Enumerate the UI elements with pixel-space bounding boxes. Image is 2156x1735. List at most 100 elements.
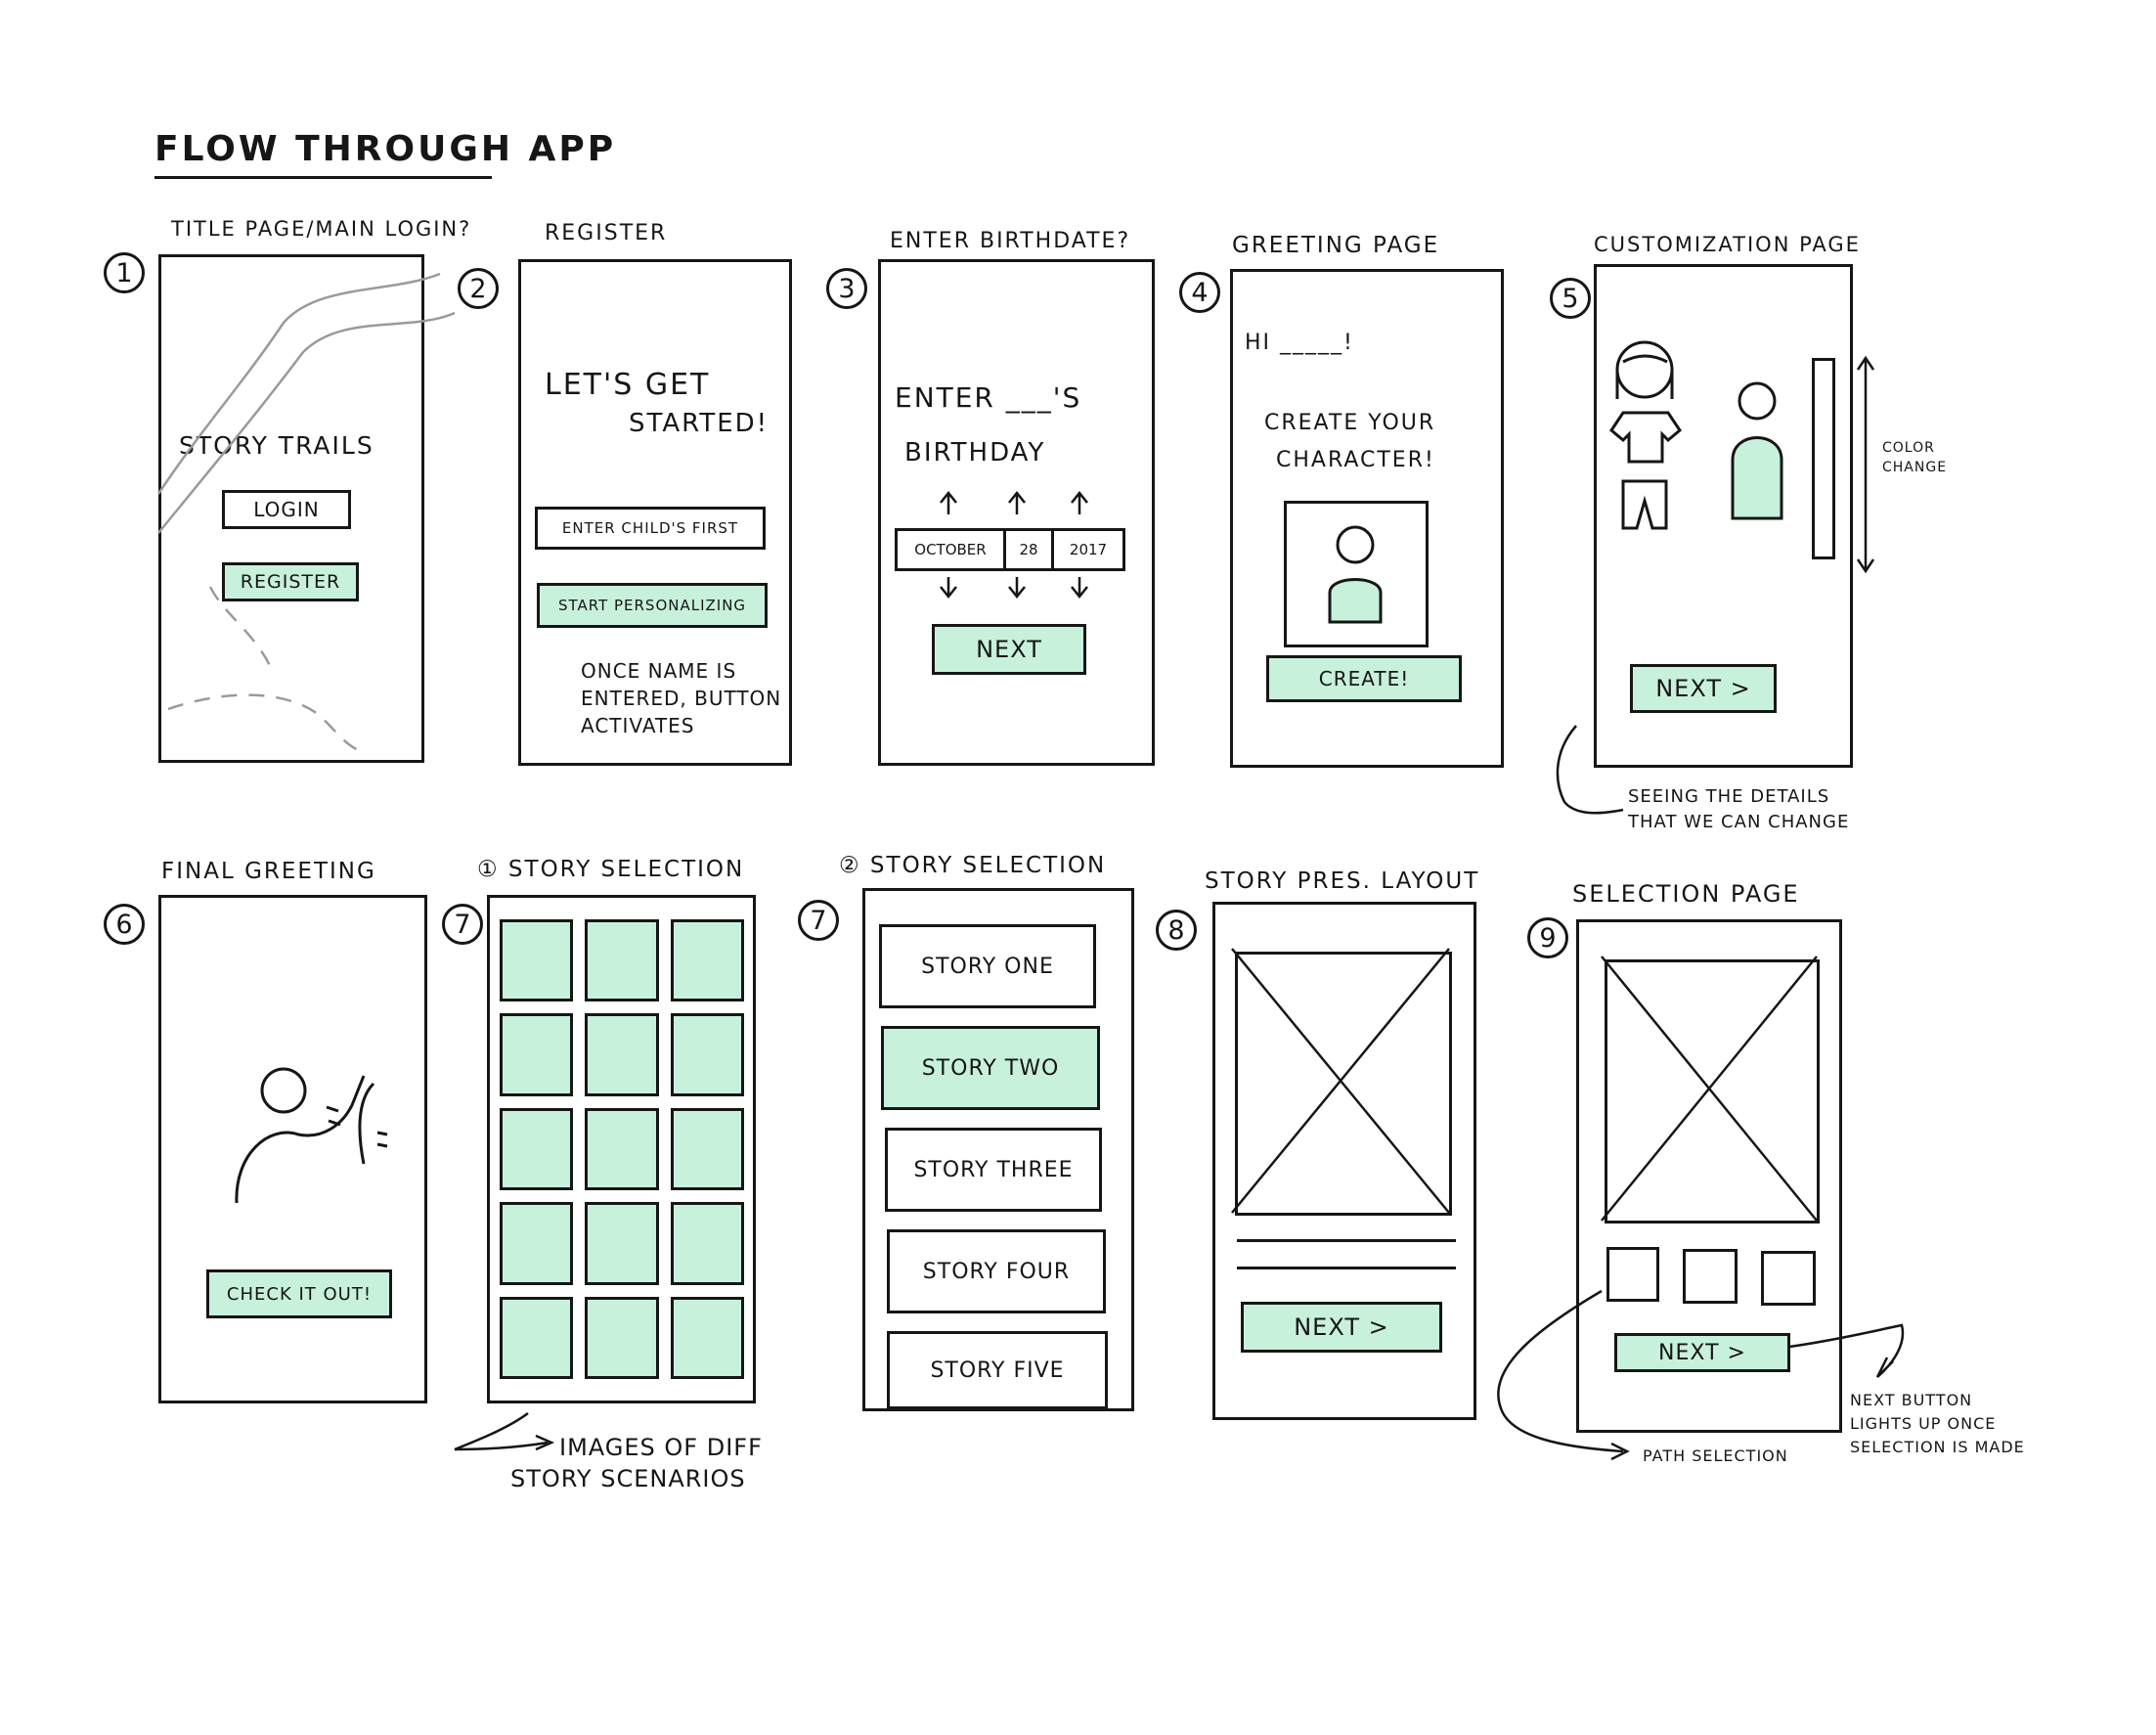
scenario-thumbnail[interactable] [670,1296,744,1379]
app-title: STORY TRAILS [179,431,374,460]
scenario-thumbnail[interactable] [500,1296,574,1379]
story-item[interactable]: STORY FIVE [887,1331,1108,1409]
create-heading-line-1: CREATE YOUR [1264,411,1436,435]
birthday-heading-line-2: BIRTHDAY [904,438,1046,467]
screen-6-caption: FINAL GREETING [161,859,376,884]
scenario-thumbnail[interactable] [500,1107,574,1191]
note-line: THAT WE CAN CHANGE [1628,812,1850,832]
note-line: ENTERED, BUTTON [581,687,782,710]
screen-2-frame: LET'S GET STARTED! ENTER CHILD'S FIRST S… [518,259,792,766]
screen-7a-caption: ① STORY SELECTION [477,857,745,882]
screen-2-number: 2 [458,268,499,309]
next-button[interactable]: NEXT > [1614,1333,1790,1372]
screen-6-number: 6 [104,904,145,945]
path-option[interactable] [1761,1251,1816,1306]
note-line: LIGHTS UP ONCE [1850,1414,1997,1433]
story-image-placeholder [1605,959,1820,1223]
note-line: SEEING THE DETAILS [1628,786,1830,807]
scenario-thumbnail[interactable] [585,1013,659,1096]
scenario-thumbnail[interactable] [670,1013,744,1096]
scenario-thumbnail[interactable] [670,919,744,1002]
register-heading-line-1: LET'S GET [545,368,711,402]
screen-7b-number: 7 [798,900,839,941]
story-item[interactable]: STORY FOUR [887,1229,1106,1313]
scenario-thumbnail[interactable] [585,1202,659,1285]
scenario-thumbnail[interactable] [670,1202,744,1285]
screen-9-number: 9 [1527,917,1568,958]
scenario-thumbnail[interactable] [670,1107,744,1191]
color-slider[interactable] [1812,358,1835,559]
screen-6-frame: CHECK IT OUT! [158,895,427,1403]
screen-8-frame: NEXT > [1212,902,1476,1420]
note-line: CHANGE [1882,460,1948,475]
color-change-note: COLOR CHANGE [1882,438,1947,477]
description-line [1237,1239,1456,1242]
screen-9-frame: NEXT > [1576,919,1842,1433]
day-field[interactable]: 28 [1006,531,1054,568]
note-arrow [454,1411,555,1451]
child-name-input[interactable]: ENTER CHILD'S FIRST [535,507,766,550]
scenario-thumbnail[interactable] [585,919,659,1002]
screen-5-frame: NEXT > [1594,264,1853,768]
story-item[interactable]: STORY THREE [885,1128,1102,1212]
character-preview [1284,501,1429,647]
screen-3-caption: ENTER BIRTHDATE? [890,229,1131,253]
create-button[interactable]: CREATE! [1266,655,1462,702]
path-option[interactable] [1606,1247,1659,1302]
birthdate-picker[interactable]: OCTOBER 28 2017 [895,528,1125,571]
next-button[interactable]: NEXT [932,624,1086,675]
screen-2-note: ONCE NAME IS ENTERED, BUTTON ACTIVATES [581,657,781,739]
scenario-thumbnail[interactable] [500,1013,574,1096]
screen-3-frame: ENTER ___'S BIRTHDAY OCTOBER 28 2017 NEX… [878,259,1155,766]
login-button[interactable]: LOGIN [222,490,351,529]
screen-3-number: 3 [826,268,867,309]
birthday-heading-line-1: ENTER ___'S [895,381,1082,414]
screen-1-frame: STORY TRAILS LOGIN REGISTER [158,254,424,763]
scenario-grid [500,919,744,1379]
month-field[interactable]: OCTOBER [898,531,1006,568]
screen-5-note: SEEING THE DETAILS THAT WE CAN CHANGE [1628,784,1849,835]
note-line: NEXT BUTTON [1850,1391,1973,1409]
screen-7a-frame [487,895,756,1403]
screen-4-frame: HI _____! CREATE YOUR CHARACTER! CREATE! [1230,269,1504,768]
note-line: IMAGES OF DIFF [559,1434,763,1461]
screen-9-next-note: NEXT BUTTON LIGHTS UP ONCE SELECTION IS … [1850,1389,2025,1459]
story-image-placeholder [1235,952,1452,1216]
year-field[interactable]: 2017 [1069,541,1108,558]
note-line: SELECTION IS MADE [1850,1438,2025,1456]
screen-9-path-note: PATH SELECTION [1643,1446,1788,1465]
create-heading-line-2: CHARACTER! [1276,448,1435,472]
screen-4-number: 4 [1179,272,1220,313]
note-line: ONCE NAME IS [581,659,737,683]
page-title: FLOW THROUGH APP [154,129,617,169]
scenario-thumbnail[interactable] [500,1202,574,1285]
path-option[interactable] [1683,1249,1738,1304]
register-heading-line-2: STARTED! [629,409,770,438]
register-button[interactable]: REGISTER [222,562,359,601]
screen-4-caption: GREETING PAGE [1232,233,1440,258]
screen-8-caption: STORY PRES. LAYOUT [1205,868,1480,894]
screen-5-number: 5 [1550,278,1591,319]
note-line: STORY SCENARIOS [510,1465,746,1492]
screen-7a-number: 7 [442,904,483,945]
screen-2-caption: REGISTER [545,221,668,245]
screen-1-number: 1 [104,252,145,293]
scenario-thumbnail[interactable] [585,1296,659,1379]
note-line: ACTIVATES [581,714,695,737]
scenario-thumbnail[interactable] [500,919,574,1002]
screen-7a-note: IMAGES OF DIFF STORY SCENARIOS [510,1432,763,1494]
check-it-out-button[interactable]: CHECK IT OUT! [206,1269,392,1318]
screen-7b-frame: STORY ONE STORY TWO STORY THREE STORY FO… [862,888,1134,1411]
color-range-arrow [1856,355,1875,574]
start-personalizing-button[interactable]: START PERSONALIZING [537,583,768,628]
next-button[interactable]: NEXT > [1630,664,1777,713]
screen-9-caption: SELECTION PAGE [1572,880,1800,908]
description-line [1237,1267,1456,1269]
story-item[interactable]: STORY ONE [879,924,1096,1008]
scenario-thumbnail[interactable] [585,1107,659,1191]
page-title-underline [154,176,492,179]
next-button[interactable]: NEXT > [1241,1302,1442,1353]
story-item-selected[interactable]: STORY TWO [881,1026,1100,1110]
screen-5-caption: CUSTOMIZATION PAGE [1594,233,1861,256]
greeting-text: HI _____! [1245,331,1354,355]
